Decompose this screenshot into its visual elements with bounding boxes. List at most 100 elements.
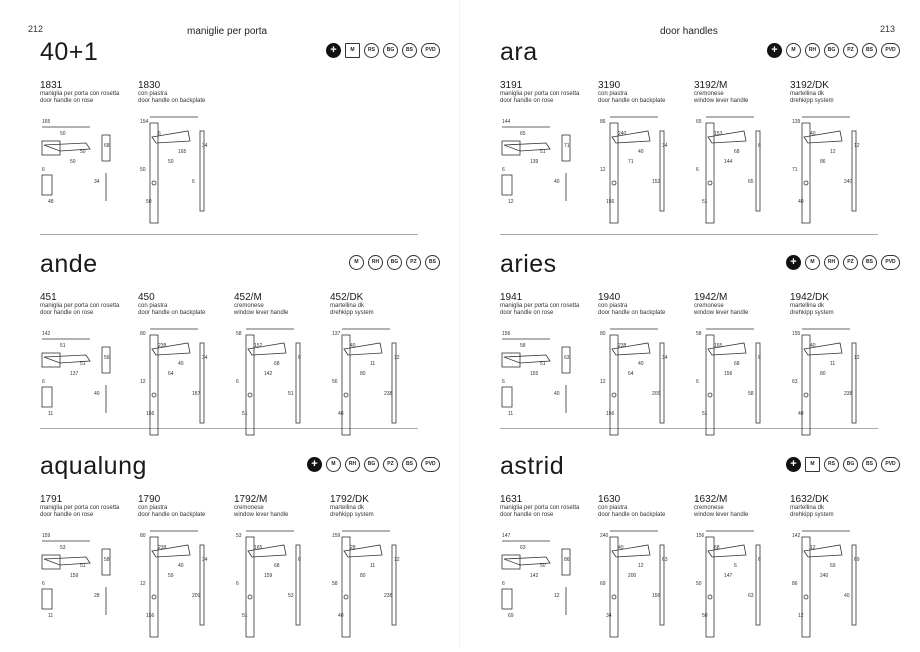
product-drawing <box>705 530 761 638</box>
dimension-label: 40 <box>178 361 184 367</box>
dimension-label: 71 <box>792 167 798 173</box>
product-title: aries <box>500 250 557 278</box>
technical-drawings: 1425151613740115680238401264187156345815… <box>41 328 400 436</box>
page-number-left: 212 <box>28 24 44 34</box>
dimension-label: 152 <box>254 343 263 349</box>
product-code: 452/M <box>234 292 262 303</box>
dimension-label: 40 <box>554 391 560 397</box>
technical-drawings: 1595351615928115880238401259209156345316… <box>41 530 400 638</box>
dimension-label: 80 <box>820 371 826 377</box>
dimension-label: 51 <box>242 613 248 619</box>
dimension-label: 63 <box>564 355 570 361</box>
product-drawing <box>609 116 665 224</box>
dimension-label: 28 <box>350 545 356 551</box>
dimension-label: 53 <box>236 533 242 539</box>
dimension-label: 209 <box>652 391 661 397</box>
dimension-label: 58 <box>520 343 526 349</box>
dimension-label: 6 <box>192 179 195 185</box>
plus-icon: + <box>767 43 782 58</box>
plus-icon: + <box>786 255 801 270</box>
product-drawing <box>149 328 205 436</box>
product-drawing <box>705 116 761 224</box>
dimension-label: 142 <box>264 371 273 377</box>
dimension-label: 50 <box>60 131 66 137</box>
dimension-label: 56 <box>104 355 110 361</box>
product-desc-it: con piastra <box>598 505 628 511</box>
product-desc-en: window lever handle <box>694 310 749 316</box>
page-header-left: maniglie per porta <box>187 26 268 37</box>
plus-icon: + <box>326 43 341 58</box>
dimension-label: 6 <box>42 167 45 173</box>
dimension-label: 68 <box>714 545 720 551</box>
rs-icon: RS <box>364 43 379 58</box>
dimension-label: 58 <box>236 331 242 337</box>
dimension-label: 156 <box>146 411 155 417</box>
dimension-label: 155 <box>530 371 539 377</box>
product-drawing <box>801 116 857 224</box>
dimension-label: 238 <box>844 391 853 397</box>
product-desc-it: maniglia per porta con rosetta <box>40 91 120 97</box>
dimension-label: 159 <box>42 533 51 539</box>
dimension-label: 51 <box>540 361 546 367</box>
dimension-label: 156 <box>502 331 511 337</box>
dimension-label: 159 <box>70 573 79 579</box>
dimension-label: 6 <box>502 379 505 385</box>
dimension-label: 11 <box>508 411 513 417</box>
dimension-label: 68 <box>104 143 110 149</box>
product-desc-it: martellina dk <box>330 505 365 511</box>
product-drawing <box>41 126 111 201</box>
dimension-label: 71 <box>564 143 570 149</box>
product-drawing <box>801 328 857 436</box>
dimension-label: 142 <box>530 573 539 579</box>
bs-icon: BS <box>402 457 417 472</box>
dimension-label: 6 <box>42 581 45 587</box>
dimension-label: 34 <box>662 355 668 361</box>
dimension-label: 40 <box>338 411 344 417</box>
dimension-label: 80 <box>140 331 146 337</box>
product-desc-it: cremonese <box>234 505 264 511</box>
dimension-label: 68 <box>734 149 740 155</box>
dimension-label: 6 <box>158 131 161 137</box>
dimension-label: 34 <box>202 355 208 361</box>
dimension-label: 40 <box>178 563 184 569</box>
dimension-label: 139 <box>530 159 539 165</box>
page-fold <box>459 0 460 649</box>
technical-drawings: 1476350614212698624040126920015634631566… <box>501 530 860 638</box>
product-desc-it: con piastra <box>598 303 628 309</box>
dimension-label: 50 <box>696 581 702 587</box>
dimension-label: 6 <box>758 355 761 361</box>
pz-icon: PZ <box>383 457 398 472</box>
dimension-label: 238 <box>384 593 393 599</box>
pz-icon: PZ <box>843 255 858 270</box>
product-drawing <box>341 530 397 638</box>
product-code: 1940 <box>598 292 621 303</box>
product-code: 3191 <box>500 80 523 91</box>
bs-icon: BS <box>425 255 440 270</box>
dimension-label: 200 <box>628 573 637 579</box>
dimension-label: 50 <box>80 149 86 155</box>
dimension-label: 6 <box>236 379 239 385</box>
dimension-label: 6 <box>298 557 301 563</box>
dimension-label: 12 <box>638 563 644 569</box>
product-drawing <box>245 328 301 436</box>
dimension-label: 51 <box>702 199 708 205</box>
product-desc-en: drehkipp system <box>330 512 374 518</box>
dimension-label: 40 <box>844 593 850 599</box>
dimension-label: 63 <box>748 593 754 599</box>
dimension-label: 51 <box>288 391 294 397</box>
dimension-label: 53 <box>288 593 294 599</box>
product-desc-en: window lever handle <box>694 512 749 518</box>
